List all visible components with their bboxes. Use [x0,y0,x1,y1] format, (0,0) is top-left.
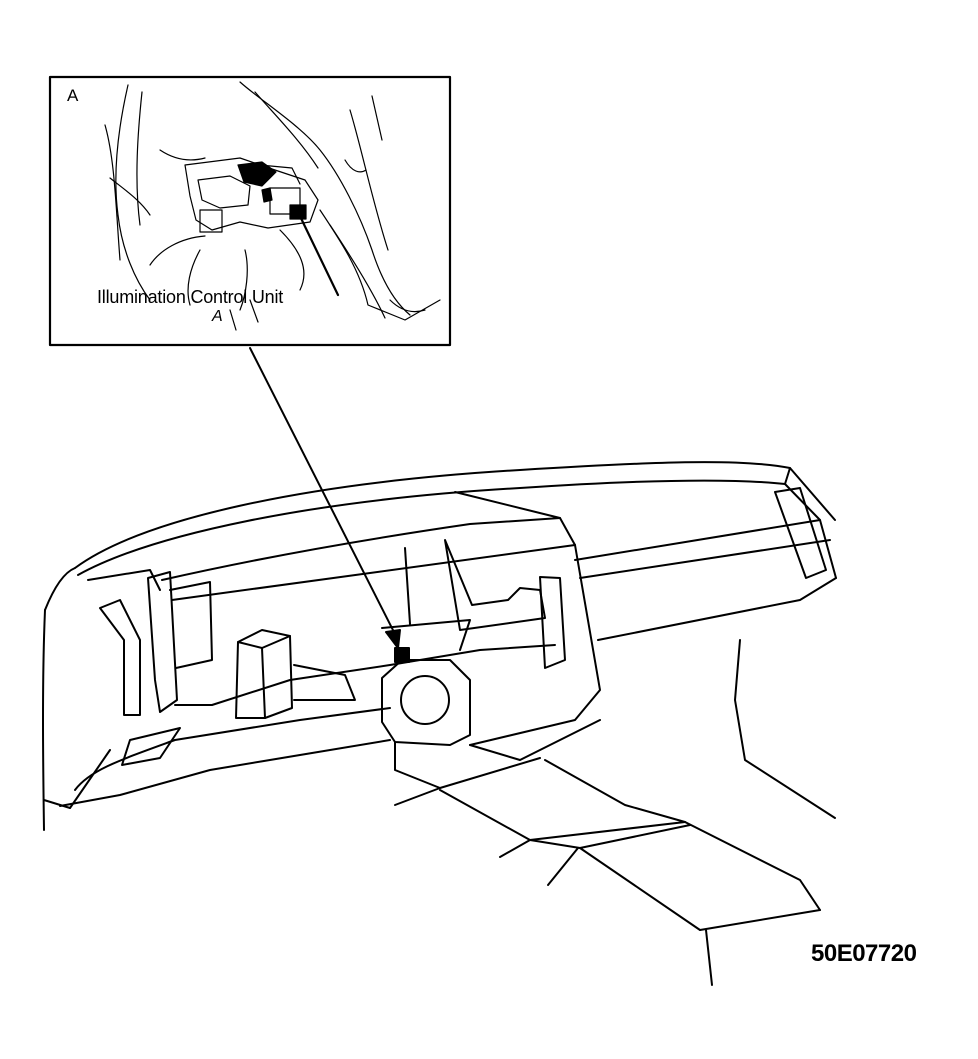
callout-letter: A [212,308,223,325]
inset-detail-view [48,75,452,347]
inset-frame [48,75,452,347]
inset-label: A [67,86,79,105]
location-arrow [249,347,401,649]
callout-label: Illumination Control Unit [97,287,284,307]
figure-id: 50E07720 [811,940,917,967]
dashboard-illustration [42,461,837,986]
callout-leader-line [296,210,340,297]
